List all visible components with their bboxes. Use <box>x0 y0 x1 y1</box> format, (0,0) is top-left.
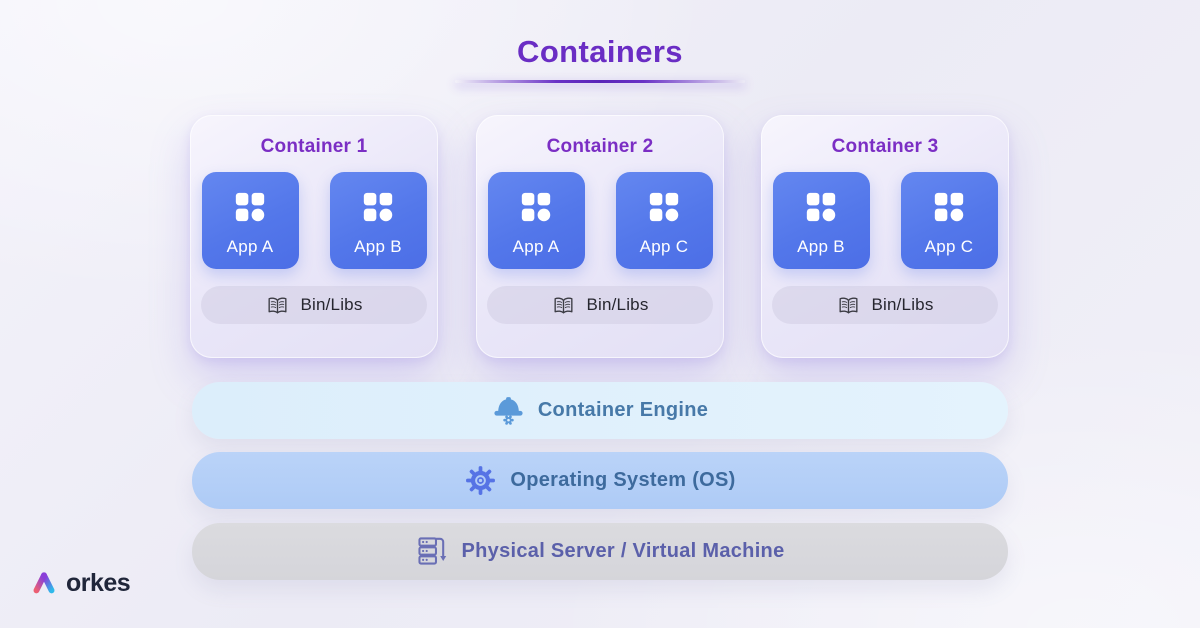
orkes-logo-icon <box>33 571 55 593</box>
container-card-2: Container 2 App A App C <box>476 115 724 358</box>
apps-grid-icon <box>806 192 836 222</box>
brand-logo: orkes <box>30 569 131 598</box>
binlibs-label: Bin/Libs <box>300 295 363 314</box>
app-tile: App B <box>772 172 870 269</box>
gear-icon <box>466 466 496 495</box>
page-title: Containers <box>517 34 683 69</box>
layer-label: Container Engine <box>537 399 709 421</box>
app-tile: App C <box>615 172 713 269</box>
container-title: Container 3 <box>831 136 939 157</box>
apps-grid-icon <box>649 192 679 222</box>
open-book-icon <box>554 297 573 313</box>
app-label: App A <box>226 237 274 256</box>
binlibs-pill: Bin/Libs <box>201 286 427 324</box>
apps-grid-icon <box>235 192 265 222</box>
apps-grid-icon <box>521 192 551 222</box>
app-tile: App C <box>900 172 998 269</box>
title-underline <box>455 80 745 83</box>
engineer-helmet-icon <box>494 397 523 425</box>
app-label: App C <box>639 237 689 256</box>
app-label: App A <box>512 237 560 256</box>
app-label: App C <box>924 237 974 256</box>
layer-container-engine: Container Engine <box>192 382 1008 439</box>
server-arrow-icon <box>418 537 447 565</box>
app-tile: App A <box>487 172 585 269</box>
app-label: App B <box>797 237 845 256</box>
open-book-icon <box>268 297 287 313</box>
container-card-1: Container 1 App A App B <box>190 115 438 358</box>
binlibs-pill: Bin/Libs <box>772 286 998 324</box>
apps-row: App A App B <box>190 172 438 269</box>
binlibs-pill: Bin/Libs <box>487 286 713 324</box>
layer-label: Physical Server / Virtual Machine <box>461 540 785 562</box>
layer-physical-server: Physical Server / Virtual Machine <box>192 523 1008 580</box>
apps-grid-icon <box>363 192 393 222</box>
container-title: Container 2 <box>546 136 654 157</box>
open-book-icon <box>839 297 858 313</box>
binlibs-label: Bin/Libs <box>871 295 934 314</box>
layer-operating-system: Operating System (OS) <box>192 452 1008 509</box>
app-tile: App B <box>329 172 427 269</box>
binlibs-label: Bin/Libs <box>586 295 649 314</box>
container-title: Container 1 <box>260 136 368 157</box>
app-label: App B <box>354 237 402 256</box>
brand-text: orkes <box>66 569 131 597</box>
layer-label: Operating System (OS) <box>510 469 736 491</box>
apps-row: App A App C <box>476 172 724 269</box>
app-tile: App A <box>201 172 299 269</box>
container-card-3: Container 3 App B App C <box>761 115 1009 358</box>
apps-grid-icon <box>934 192 964 222</box>
apps-row: App B App C <box>761 172 1009 269</box>
